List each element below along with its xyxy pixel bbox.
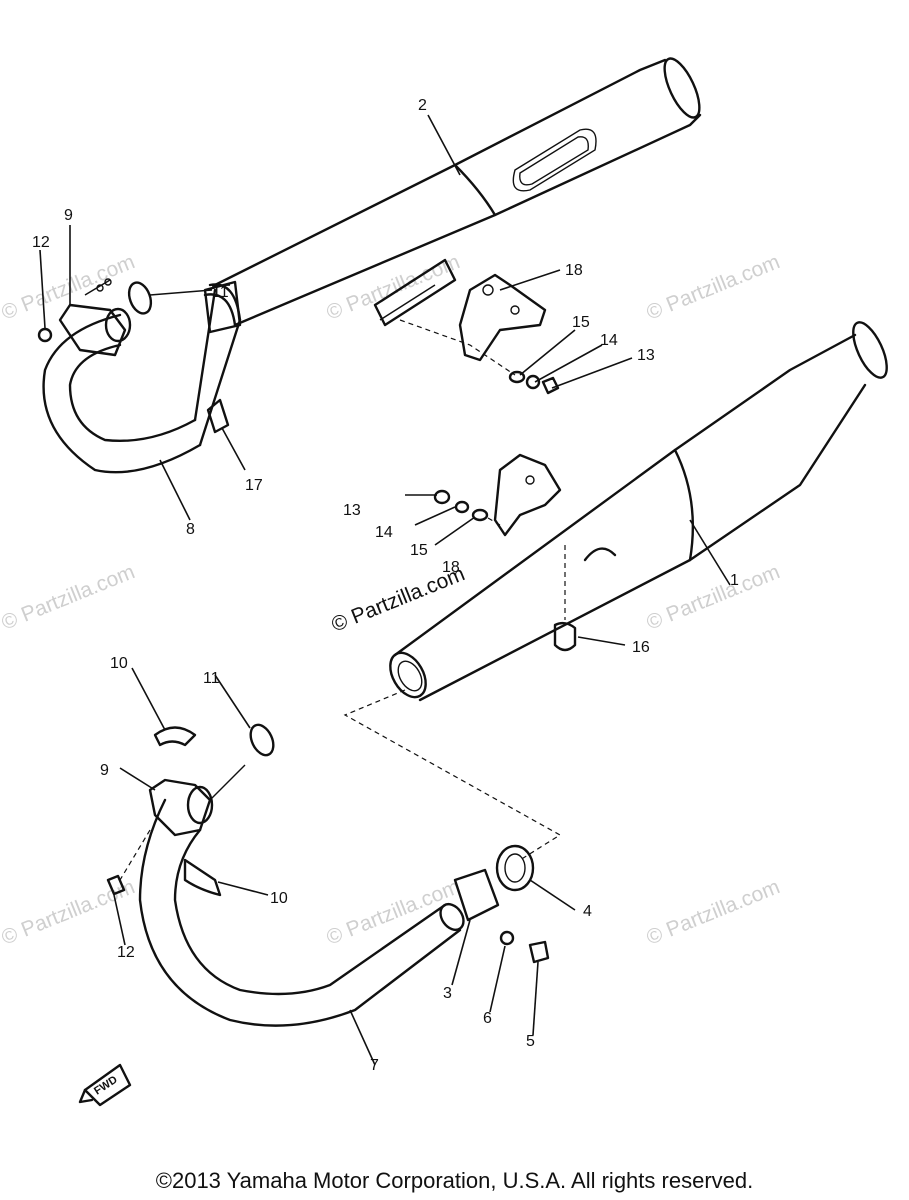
callout-10-top: 10: [110, 655, 128, 672]
callout-10-bottom: 10: [270, 890, 288, 907]
flange-lower: [106, 723, 275, 897]
watermark: © Partzilla.com: [323, 875, 463, 949]
callouts: 2 9 12 11 18 15 14 13 17 8 13 14 15 18 1…: [32, 97, 739, 1074]
connection-lines: [119, 689, 562, 881]
watermark: © Partzilla.com: [643, 560, 783, 634]
callout-15-right: 15: [572, 314, 590, 331]
callout-7: 7: [370, 1057, 379, 1074]
callout-14-right: 14: [600, 332, 618, 349]
watermark: © Partzilla.com: [0, 250, 138, 324]
callout-16: 16: [632, 639, 650, 656]
callout-13-left: 13: [343, 502, 361, 519]
joint-pieces: [453, 844, 550, 964]
leader-lines: [39, 114, 731, 1066]
muffler-lower: [389, 321, 888, 702]
callout-4: 4: [583, 903, 592, 920]
callout-8: 8: [186, 521, 195, 538]
watermark: © Partzilla.com: [0, 560, 138, 634]
exhaust-pipe-lower: [138, 798, 465, 1027]
flange-upper: [37, 278, 153, 357]
callout-9-bottom: 9: [100, 762, 109, 779]
callout-18-right: 18: [565, 262, 583, 279]
callout-11-top: 11: [212, 284, 229, 301]
watermark: © Partzilla.com: [643, 875, 783, 949]
callout-5: 5: [526, 1033, 535, 1050]
callout-6: 6: [483, 1010, 492, 1027]
bracket-lower: [433, 453, 562, 537]
clamp-upper: [203, 280, 242, 434]
forward-arrow-icon: FWD: [78, 1063, 132, 1107]
callout-12-bottom: 12: [117, 944, 135, 961]
callout-13-right: 13: [637, 347, 655, 364]
callout-3: 3: [443, 985, 452, 1002]
callout-18-left: 18: [442, 559, 460, 576]
callout-15-left: 15: [410, 542, 428, 559]
callout-2: 2: [418, 97, 427, 114]
watermarks: © Partzilla.com © Partzilla.com © Partzi…: [0, 250, 783, 949]
bracket-upper: [399, 273, 560, 395]
callout-12-top: 12: [32, 234, 50, 251]
watermark: © Partzilla.com: [643, 250, 783, 324]
callout-9-top: 9: [64, 207, 73, 224]
callout-14-left: 14: [375, 524, 393, 541]
callout-17: 17: [245, 477, 263, 494]
copyright-notice: ©2013 Yamaha Motor Corporation, U.S.A. A…: [155, 1168, 754, 1193]
callout-1: 1: [730, 572, 739, 589]
callout-11-bottom: 11: [203, 670, 220, 687]
muffler-upper: [213, 57, 702, 327]
